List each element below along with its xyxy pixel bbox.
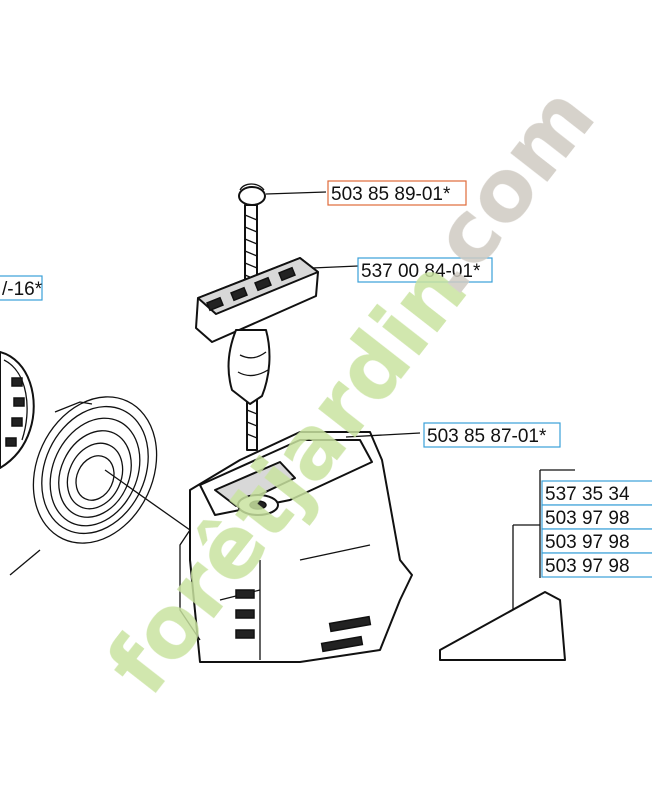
part-number-text: 503 97 98: [545, 532, 630, 553]
part-label-kit-4[interactable]: 503 97 98: [541, 552, 652, 578]
part-label-cap[interactable]: 503 85 89-01*: [327, 180, 467, 206]
part-number-text: 537 00 84-01*: [361, 261, 481, 282]
part-label-kit-group: 537 35 34 503 97 98 503 97 98 503 97 98: [539, 469, 652, 578]
part-label-kit-1[interactable]: 537 35 34: [541, 480, 652, 506]
starter-housing: [179, 431, 421, 663]
part-label-kit-3[interactable]: 503 97 98: [541, 528, 652, 554]
part-label-partial[interactable]: /-16*: [0, 275, 43, 301]
part-label-handle[interactable]: 537 00 84-01*: [357, 257, 493, 283]
part-number-text: /-16*: [2, 279, 43, 300]
decal-plate: [439, 524, 566, 661]
starter-rope: [244, 204, 258, 451]
part-label-guide[interactable]: 503 85 87-01*: [423, 422, 561, 448]
part-number-text: 503 85 89-01*: [331, 184, 451, 205]
part-number-text: 537 35 34: [545, 484, 630, 505]
starter-handle: [195, 257, 359, 405]
part-number-text: 503 97 98: [545, 508, 630, 529]
part-number-text: 503 85 87-01*: [427, 426, 547, 447]
rope-cap: [238, 183, 327, 206]
part-label-kit-2[interactable]: 503 97 98: [541, 504, 652, 530]
pulley-assembly: [0, 351, 35, 469]
recoil-spring: [9, 396, 191, 576]
part-number-text: 503 97 98: [545, 556, 630, 577]
